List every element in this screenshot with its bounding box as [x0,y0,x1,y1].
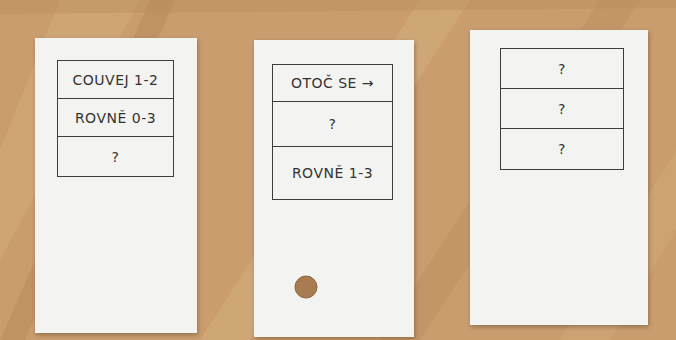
cell-text: ? [112,149,120,165]
table-cell: ? [500,88,624,129]
cell-text: ? [558,141,566,157]
table-cell: COUVEJ 1-2 [57,60,174,99]
cell-text: OTOČ SE → [291,75,374,91]
cell-text: ROVNĚ 1-3 [292,165,373,181]
table-cell: ? [500,48,624,89]
cell-text: ? [558,61,566,77]
cell-text: COUVEJ 1-2 [73,72,159,88]
table-cell: ROVNĚ 1-3 [272,146,393,200]
cell-text: ? [558,101,566,117]
table-cell: ? [57,136,174,177]
table-cell: ROVNĚ 0-3 [57,98,174,137]
cell-text: ? [329,116,337,132]
cell-text: ROVNĚ 0-3 [75,110,156,126]
table-cell: OTOČ SE → [272,64,393,102]
table-cell: ? [500,128,624,170]
table-cell: ? [272,101,393,147]
